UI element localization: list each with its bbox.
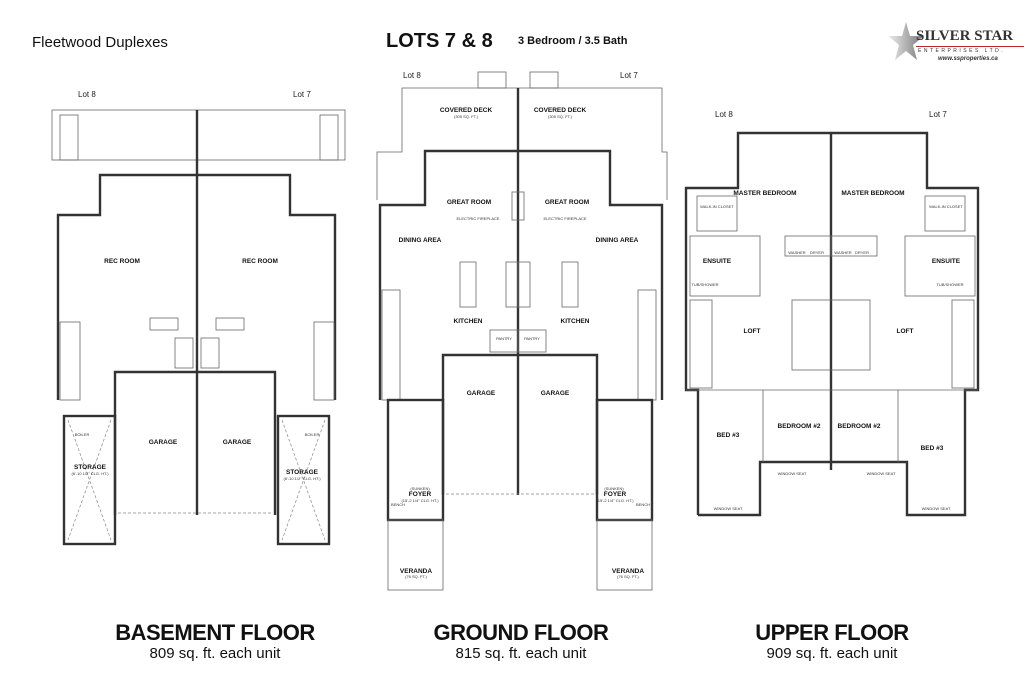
garage-right-label: GARAGE (541, 390, 570, 397)
master-bedroom-right-label: MASTER BEDROOM (841, 190, 904, 197)
lot7-label: Lot 7 (929, 110, 947, 119)
svg-text:PANTRY: PANTRY (524, 336, 540, 341)
svg-text:BOILER: BOILER (305, 432, 320, 437)
svg-text:PANTRY: PANTRY (496, 336, 512, 341)
svg-text:WINDOW SEAT: WINDOW SEAT (778, 471, 807, 476)
bed3-left-label: BED #3 (717, 432, 740, 439)
ground-plan: Lot 8 Lot 7 COVERED DECK (305 SQ. FT.) C… (376, 71, 668, 591)
upper-plan: Lot 8 Lot 7 MASTER BEDROOM MASTER BEDROO… (684, 110, 980, 517)
svg-text:WALK-IN CLOSET: WALK-IN CLOSET (700, 204, 734, 209)
upper-area: 909 sq. ft. each unit (766, 645, 898, 662)
svg-text:BOILER: BOILER (75, 432, 90, 437)
svg-text:WINDOW SEAT: WINDOW SEAT (867, 471, 896, 476)
great-room-right-label: GREAT ROOM (545, 199, 589, 206)
dining-area-left-label: DINING AREA (399, 237, 442, 244)
great-room-left-label: GREAT ROOM (447, 199, 491, 206)
svg-text:(76 SQ. FT.): (76 SQ. FT.) (617, 574, 639, 579)
svg-text:WINDOW SEAT: WINDOW SEAT (714, 506, 743, 511)
ensuite-left-label: ENSUITE (703, 258, 732, 265)
svg-text:(6'-10 1/2" CLG. HT.): (6'-10 1/2" CLG. HT.) (71, 471, 109, 476)
project-name: Fleetwood Duplexes (32, 34, 168, 51)
svg-text:BENCH: BENCH (391, 502, 405, 507)
ground-area: 815 sq. ft. each unit (455, 645, 587, 662)
covered-deck-right-label: COVERED DECK (534, 107, 587, 114)
logo-rule (916, 46, 1024, 47)
svg-text:WASHER: WASHER (834, 250, 852, 255)
svg-text:(305 SQ. FT.): (305 SQ. FT.) (454, 114, 479, 119)
svg-text:ELECTRIC FIREPLACE: ELECTRIC FIREPLACE (456, 216, 499, 221)
covered-deck-left-label: COVERED DECK (440, 107, 493, 114)
basement-plan: Lot 8 Lot 7 REC ROOM REC ROOM GARAGE GAR… (51, 90, 346, 546)
svg-text:DRYER: DRYER (810, 250, 824, 255)
loft-right-label: LOFT (897, 328, 914, 335)
svg-text:(76 SQ. FT.): (76 SQ. FT.) (405, 574, 427, 579)
foyer-left-label: FOYER (409, 491, 432, 498)
rec-room-right-label: REC ROOM (242, 258, 278, 265)
ensuite-right-label: ENSUITE (932, 258, 961, 265)
lot8-label: Lot 8 (715, 110, 733, 119)
upper-title: UPPER FLOOR (755, 620, 909, 645)
svg-text:TUB/SHOWER: TUB/SHOWER (936, 282, 963, 287)
foyer-right-label: FOYER (604, 491, 627, 498)
svg-text:BENCH: BENCH (636, 502, 650, 507)
storage-right-label: STORAGE (286, 469, 319, 476)
svg-text:(305 SQ. FT.): (305 SQ. FT.) (548, 114, 573, 119)
svg-text:(SUNKEN): (SUNKEN) (410, 486, 430, 491)
storage-left-label: STORAGE (74, 464, 107, 471)
rec-room-left-label: REC ROOM (104, 258, 140, 265)
lot8-label: Lot 8 (78, 90, 96, 99)
svg-text:(SUNKEN): (SUNKEN) (604, 486, 624, 491)
svg-text:TUB/SHOWER: TUB/SHOWER (691, 282, 718, 287)
basement-area: 809 sq. ft. each unit (149, 645, 281, 662)
svg-text:ELECTRIC FIREPLACE: ELECTRIC FIREPLACE (543, 216, 586, 221)
svg-text:(15'-2 1/4" CLG. HT.): (15'-2 1/4" CLG. HT.) (401, 498, 439, 503)
bedroom2-right-label: BEDROOM #2 (838, 423, 881, 430)
kitchen-right-label: KITCHEN (561, 318, 590, 325)
garage-left-label: GARAGE (467, 390, 496, 397)
bed-bath-label: 3 Bedroom / 3.5 Bath (518, 35, 628, 47)
garage-right-label: GARAGE (223, 439, 252, 446)
lot7-label: Lot 7 (620, 71, 638, 80)
kitchen-left-label: KITCHEN (454, 318, 483, 325)
svg-text:WASHER: WASHER (788, 250, 806, 255)
star-icon (888, 22, 924, 60)
basement-title: BASEMENT FLOOR (115, 620, 315, 645)
svg-text:WALK-IN CLOSET: WALK-IN CLOSET (929, 204, 963, 209)
master-bedroom-left-label: MASTER BEDROOM (733, 190, 796, 197)
garage-left-label: GARAGE (149, 439, 178, 446)
silver-star-logo: SILVER STAR ENTERPRISES LTD. www.ssprope… (884, 18, 1024, 68)
bed3-right-label: BED #3 (921, 445, 944, 452)
svg-text:WINDOW SEAT: WINDOW SEAT (922, 506, 951, 511)
lots-title: LOTS 7 & 8 (386, 30, 493, 52)
veranda-left-label: VERANDA (400, 568, 432, 575)
bedroom2-left-label: BEDROOM #2 (778, 423, 821, 430)
veranda-right-label: VERANDA (612, 568, 644, 575)
lot7-label: Lot 7 (293, 90, 311, 99)
ground-title: GROUND FLOOR (433, 620, 609, 645)
svg-text:DRYER: DRYER (855, 250, 869, 255)
loft-left-label: LOFT (744, 328, 761, 335)
lot8-label: Lot 8 (403, 71, 421, 80)
dining-area-right-label: DINING AREA (596, 237, 639, 244)
svg-text:(15'-2 1/4" CLG. HT.): (15'-2 1/4" CLG. HT.) (596, 498, 634, 503)
svg-text:(6'-10 1/2" CLG. HT.): (6'-10 1/2" CLG. HT.) (283, 476, 321, 481)
